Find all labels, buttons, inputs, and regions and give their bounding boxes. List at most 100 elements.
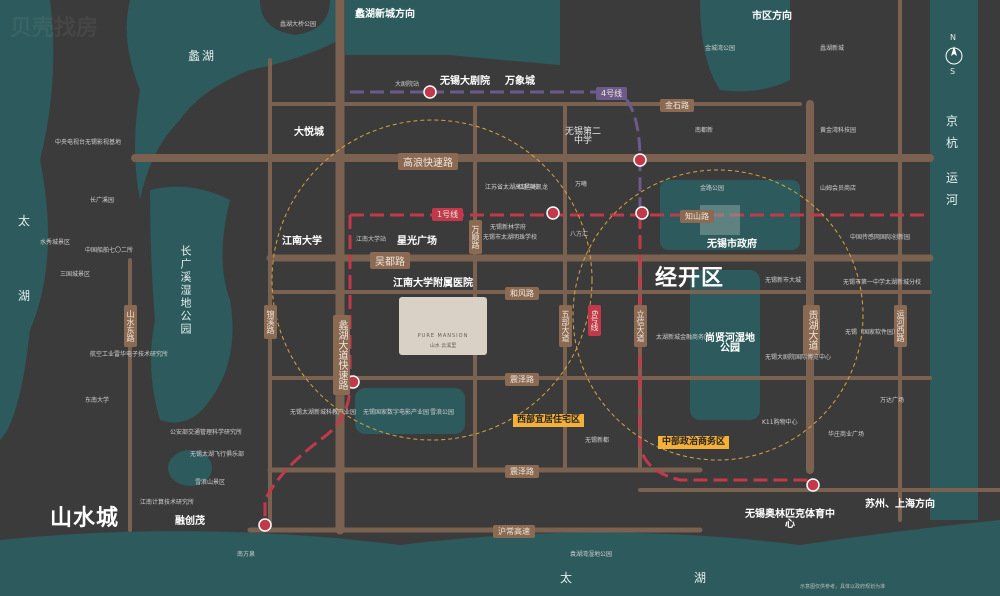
poi-label: 公安部交通管理科学研究所 [170, 429, 243, 436]
road-wudu: 吴都路 [370, 252, 410, 269]
canal-label-2: 杭 [946, 136, 961, 150]
brand-line-2: 山水 云溪里 [429, 343, 457, 349]
landmark-dayue: 大悦城 [294, 127, 324, 138]
compass-s: S [950, 67, 956, 76]
watermark: 贝壳找房 [10, 16, 99, 41]
landmark-jiangnan-univ: 江南大学 [282, 236, 322, 247]
project-logo: PURE MANSION 山水 云溪里 [399, 297, 487, 355]
poi-label: 东南大学 [85, 397, 110, 404]
road-yongyang: 锦溪路 [264, 305, 277, 339]
metro-line6-label: 6号线 [588, 305, 601, 337]
poi-label: 江苏省太湖高级学校 [485, 184, 540, 191]
road-yunhe-west: 运河西路 [894, 305, 907, 347]
poi-label: 黄金湾科技园 [820, 127, 857, 134]
poi-label: 南方泉 [237, 551, 256, 558]
poi-label: 无锡太湖飞行俱乐部 [190, 451, 245, 458]
landmark-no2-middle: 无锡第二中学 [564, 127, 601, 146]
city-direction: 市区方向 [752, 11, 792, 22]
poi-label: 无锡新都 [585, 437, 610, 444]
poi-label: 三国城景区 [60, 271, 91, 278]
north-water [345, 0, 560, 65]
poi-label: 中国传感网国际创新园 [850, 234, 911, 241]
poi-label: 雪浪山景区 [195, 479, 226, 486]
poi-label: K11购物中心 [762, 419, 798, 426]
poi-label: 八方汇 [570, 231, 589, 238]
poi-label: 江南大学站 [356, 236, 387, 243]
canal-label-1: 京 [946, 114, 961, 128]
poi-label: 万曦 [575, 181, 588, 188]
compass-icon: N S [944, 34, 964, 78]
metro-line-6 [263, 215, 352, 525]
landmark-gov: 无锡市政府 [707, 239, 757, 250]
landmark-hospital: 江南大学附属医院 [393, 278, 473, 289]
road-gongbu: 贡湖大道 [803, 305, 820, 355]
tai-lake-bottom-label-2: 湖 [694, 571, 709, 585]
poi-label: 无锡市第一中学太湖新城分校 [843, 279, 922, 286]
road-lihu-ave: 蠡湖大道快速路 [333, 315, 350, 395]
poi-label: 长广溪园 [90, 197, 115, 204]
poi-label: 金路公园 [700, 185, 725, 192]
road-wubu: 五部大道 [559, 305, 572, 347]
landmark-grand-theatre: 无锡大剧院 [440, 76, 490, 87]
poi-label: 太湖新城金融商务区 [656, 334, 711, 341]
canal-label-3: 运 [946, 171, 961, 185]
radius-circle-east [572, 169, 864, 461]
poi-label: 雪浪公园 [430, 409, 455, 416]
road-lizheng: 立信大道 [634, 305, 647, 347]
poi-label: 无锡太湖新城科教产业园 [290, 409, 357, 416]
canal-label-4: 河 [946, 193, 961, 207]
east-direction: 苏州、上海方向 [865, 499, 935, 510]
poi-label: 蠡湖新城 [820, 45, 845, 52]
north-direction: 蠡湖新城方向 [355, 9, 415, 20]
metro-line4-label: 4号线 [596, 87, 628, 100]
poi-label: 红星美凯龙 [518, 184, 549, 191]
tai-lake-left [0, 0, 54, 440]
poi-label: 金城湾公园 [705, 45, 736, 52]
poi-label: 华庄商业广场 [828, 431, 865, 438]
brand-line-1: PURE MANSION [417, 333, 469, 339]
road-gaolang: 高浪快速路 [398, 153, 458, 170]
changguangxi-label: 长广溪湿地公园 [179, 245, 192, 336]
landmark-shangxian-park: 尚贤河湿地公园 [705, 333, 755, 354]
road-jinshi: 金石路 [660, 99, 694, 112]
poi-label: 无锡大剧院国际博览中心 [765, 354, 832, 361]
tai-lake-bottom [0, 520, 1000, 596]
landmark-xingguang: 星光广场 [397, 236, 437, 247]
road-jiangyang: 震泽路 [505, 373, 539, 386]
poi-label: 大剧院站 [395, 81, 420, 88]
road-zhenze: 震泽路 [505, 465, 539, 478]
poi-label: 万达广场 [880, 397, 905, 404]
landmark-rongchuang: 融创茂 [175, 516, 205, 527]
poi-label: 中国船舶七〇二所 [85, 247, 134, 254]
poi-label: 江南计算技术研究所 [140, 499, 195, 506]
jingkai-area-label: 经开区 [655, 266, 725, 291]
highlight-west-zone: 西部宜居住宅区 [513, 414, 585, 427]
tai-lake-left-label-1: 太 [18, 214, 33, 228]
li-lake [126, 0, 341, 200]
road-huchang: 沪常高速 [493, 525, 535, 538]
highlight-central-zone: 中部政治商务区 [658, 436, 730, 449]
landmark-olympic: 无锡奥林匹克体育中心 [745, 509, 835, 530]
li-lake-label: 蠡湖 [188, 49, 217, 63]
poi-label: 中央电视台无锡影视基地 [55, 139, 122, 146]
poi-label: 无锡新林学府 [490, 224, 527, 231]
tai-lake-left-label-2: 湖 [18, 289, 33, 303]
poi-label: 航空工业雷华电子技术研究所 [90, 351, 169, 358]
poi-label: 山姆会员商店 [820, 185, 857, 192]
poi-label: 袁湖湾湿地公园 [570, 551, 613, 558]
poi-label: 无锡国家数字电影产业园 [363, 409, 430, 416]
poi-label: 南都新 [695, 127, 714, 134]
changguangxi-park [150, 186, 233, 423]
road-shanshui-east: 山水东路 [124, 305, 137, 347]
jinghang-canal [930, 0, 978, 520]
shanshui-area-label: 山水城 [50, 506, 120, 531]
radius-circle-west [271, 119, 593, 441]
poi-label: 蠡湖大桥公园 [280, 21, 317, 28]
road-wanshun: 万顺路 [469, 220, 482, 254]
landmark-wanxiang: 万象城 [505, 76, 535, 87]
road-zhiping: 知山路 [680, 210, 714, 223]
disclaimer: 示意图仅供参考，具体以政府规划为准 [800, 584, 886, 590]
poi-label: 无锡市太湖明珠学校 [483, 234, 538, 241]
metro-line1-label: 1号线 [432, 208, 464, 221]
